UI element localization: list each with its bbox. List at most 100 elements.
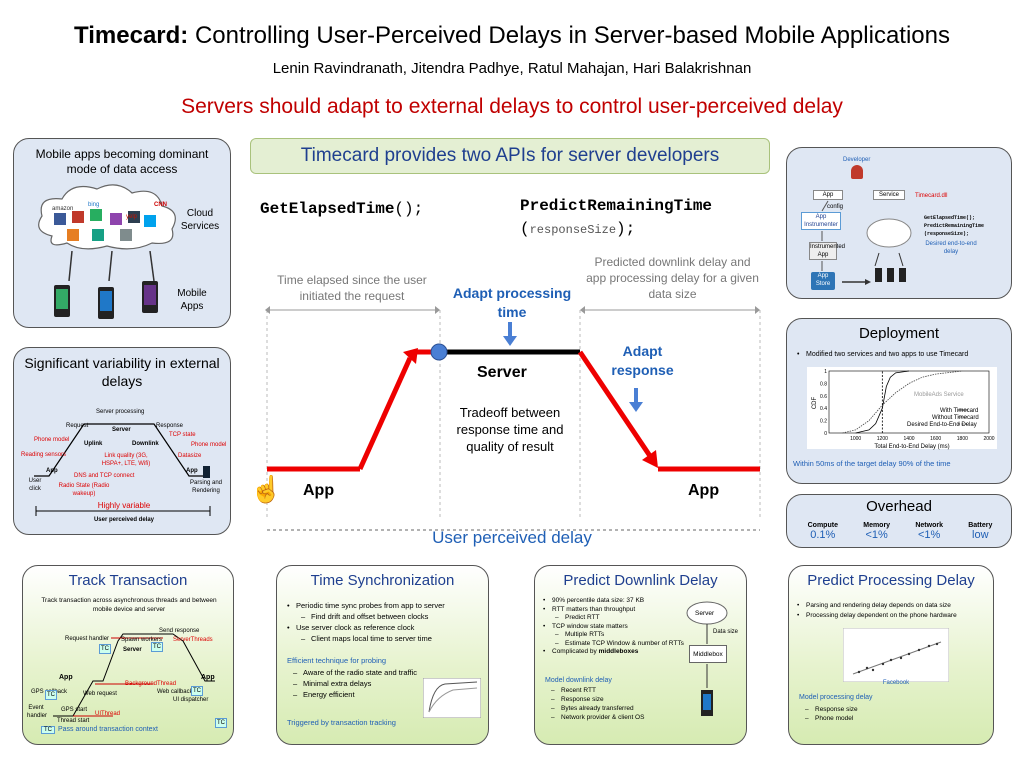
elapsed-desc: Time elapsed since the user initiated th…	[277, 273, 427, 303]
developer-label: Developer	[843, 157, 871, 163]
downlink-title: Predict Downlink Delay	[563, 572, 718, 589]
label-phone-model-right: Phone model	[191, 442, 227, 448]
label-phone-model-left: Phone model	[34, 437, 70, 443]
processing-scatter-plot	[843, 628, 949, 682]
deployment-bullets: Modified two services and two apps to us…	[797, 349, 968, 360]
legend-desired-delay: Desired End-to-End Delay	[907, 422, 977, 428]
x-tick-label: 1400	[903, 436, 914, 442]
label-parsing-rendering: Parsing and Rendering	[189, 480, 223, 494]
phone-icon	[98, 287, 114, 319]
x-tick-label: 1600	[930, 436, 941, 442]
overhead-title: Overhead	[866, 498, 932, 515]
y-tick-label: 0	[824, 431, 827, 437]
remaining-desc: Predicted downlink delay and app process…	[586, 255, 759, 301]
timesync-efficient: Efficient technique for probing	[287, 656, 387, 665]
label-user-perceived-small: User perceived delay	[93, 517, 155, 523]
api-get-elapsed-time: GetElapsedTime();	[260, 200, 424, 218]
label-link-quality: Link quality (3G, HSPA+, LTE, Wifi)	[101, 453, 151, 467]
label-radio-state: Radio State (Radio wakeup)	[58, 483, 110, 497]
processing-model-list: Response size Phone model	[803, 705, 858, 723]
track-background-thread: BackgroundThread	[125, 681, 177, 687]
config-label: config	[827, 204, 844, 210]
track-desc: Track transaction across asynchronous th…	[41, 597, 217, 613]
developer-panel: Developer App Service Timecard.dll confi…	[786, 147, 1012, 299]
yelp-logo: yelp	[126, 214, 138, 220]
track-send-response: Send response	[159, 628, 200, 634]
desired-delay-label: Desired end-to-end delay	[925, 241, 977, 255]
deployment-title: Deployment	[858, 325, 940, 342]
chart-xlabel: Total End-to-End Delay (ms)	[874, 444, 950, 450]
time-sync-panel: Time Synchronization Periodic time sync …	[276, 565, 489, 745]
legend-without-timecard: Without Timecard	[932, 415, 979, 421]
cloud-services-label: Cloud Services	[180, 208, 220, 232]
x-tick-label: 1800	[957, 436, 968, 442]
label-reading-sensors: Reading sensors	[21, 452, 67, 458]
label-response: Response	[156, 423, 184, 429]
track-server-threads: ServerThreads	[173, 637, 213, 643]
chart-ylabel: CDF	[812, 396, 819, 410]
tradeoff-text: Tradeoff between response time and quali…	[456, 405, 564, 454]
timesync-title: Time Synchronization	[310, 572, 455, 589]
x-tick-label: 1200	[877, 436, 888, 442]
app-store-box: App Store	[811, 272, 835, 290]
developer-code: GetElapsedTime();PredictRemainingTime(re…	[924, 215, 985, 237]
chart-annotation: MobileAds Service	[914, 392, 964, 398]
cnn-logo: CNN	[154, 202, 167, 208]
label-app-left: App	[46, 468, 58, 474]
variability-panel: Significant variability in external dela…	[13, 347, 231, 535]
tc-badge: TC	[45, 690, 57, 700]
timesync-efficient-list: Aware of the radio state and traffic Min…	[291, 667, 417, 700]
connection-lines	[68, 251, 155, 281]
metric-network: Network<1%	[915, 522, 943, 541]
track-app-right: App	[201, 674, 215, 681]
hand-cursor-icon: ☝	[250, 474, 283, 504]
poster-tagline: Servers should adapt to external delays …	[181, 95, 843, 118]
label-user-click: User click	[28, 478, 42, 492]
track-spawn-workers: Spawn workers	[121, 637, 163, 643]
service-box: Service	[873, 190, 905, 200]
label-datasize: Datasize	[178, 453, 202, 459]
y-tick-label: 1	[824, 369, 827, 375]
app-box: App	[813, 190, 843, 200]
cloud-icon	[38, 184, 176, 250]
y-tick-label: 0.4	[820, 406, 827, 412]
processing-title: Predict Processing Delay	[807, 572, 975, 589]
downlink-server-label: Server	[695, 610, 715, 617]
label-tcp-state: TCP state	[169, 432, 196, 438]
user-perceived-delay-label: User perceived delay	[432, 528, 592, 547]
legend-with-timecard: With Timecard	[940, 408, 979, 414]
y-tick-label: 0.6	[820, 394, 827, 400]
track-web-request: Web request	[83, 691, 117, 697]
api-predict-remaining-params: (responseSize);	[520, 220, 636, 238]
track-title: Track Transaction	[68, 572, 188, 589]
amazon-logo: amazon	[52, 206, 74, 212]
track-server: Server	[123, 647, 142, 653]
app-right-label: App	[688, 482, 720, 499]
label-app-right: App	[186, 468, 198, 474]
label-downlink: Downlink	[132, 441, 159, 447]
timesync-footer: Triggered by transaction tracking	[287, 718, 396, 727]
track-app-left: App	[59, 674, 73, 681]
adapt-response-label: Adapt response	[611, 343, 674, 378]
phone-icon	[54, 285, 70, 317]
tc-badge: TC	[191, 686, 203, 696]
processing-panel: Predict Processing Delay Parsing and ren…	[788, 565, 994, 745]
poster-authors: Lenin Ravindranath, Jitendra Padhye, Rat…	[272, 60, 752, 77]
track-thread-start: Thread start	[57, 718, 90, 724]
label-uplink: Uplink	[84, 441, 103, 447]
track-ui-thread: UIThread	[95, 711, 121, 717]
downlink-data-size: Data size	[713, 629, 739, 635]
track-request-handler: Request handler	[65, 636, 110, 642]
label-server: Server	[112, 427, 131, 433]
downlink-model: Model downlink delay	[545, 677, 612, 684]
label-dns-tcp: DNS and TCP connect	[74, 473, 135, 479]
api-box: Timecard provides two APIs for server de…	[250, 138, 770, 174]
timesync-bullets: Periodic time sync probes from app to se…	[287, 600, 485, 644]
x-tick-label: 2000	[983, 436, 994, 442]
app-instrumenter-box: App Instrumenter	[801, 212, 841, 230]
